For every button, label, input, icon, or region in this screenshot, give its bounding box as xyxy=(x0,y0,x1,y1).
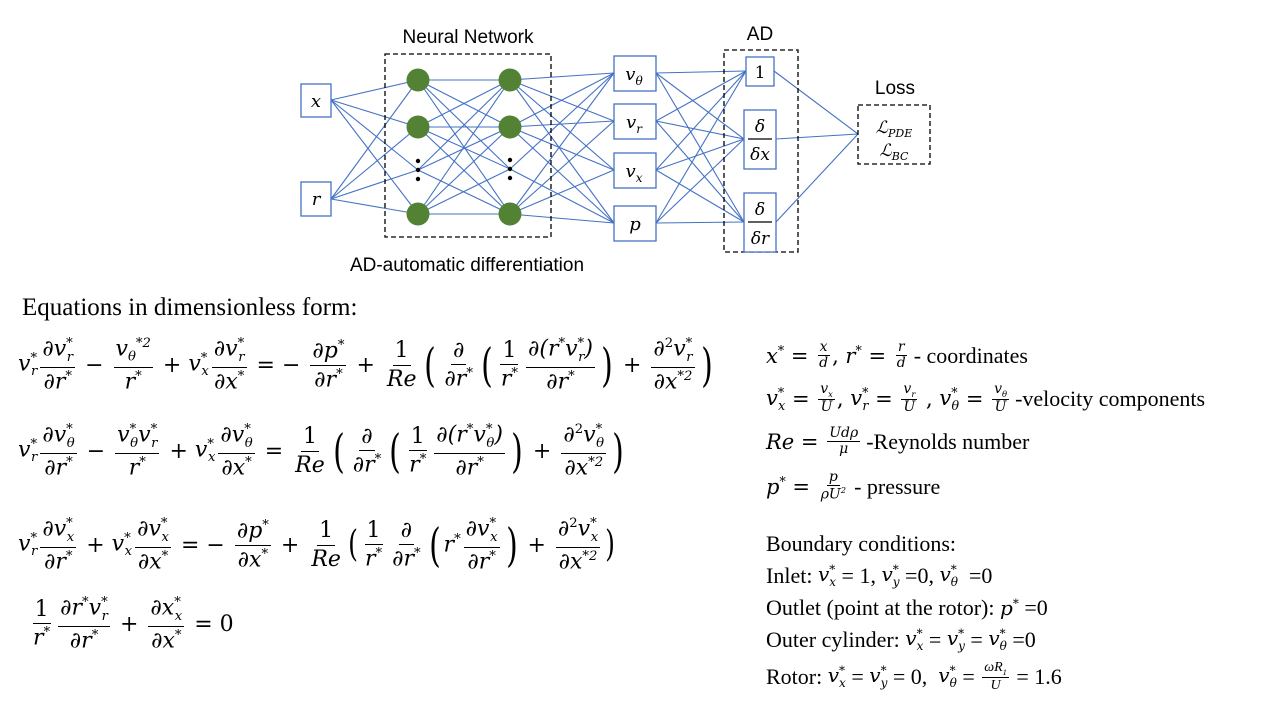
output-vx-box: vx xyxy=(613,152,657,189)
loss-bc: ℒBC xyxy=(880,141,910,163)
network-edge xyxy=(330,169,419,200)
boundary-inlet: Inlet: v*x = 1, v*y =0, v*θ =0 xyxy=(766,562,993,589)
output-p-box: p xyxy=(613,205,657,242)
network-edge xyxy=(509,120,615,128)
network-edge xyxy=(655,120,745,140)
ellipsis-dots xyxy=(507,157,513,181)
network-edge xyxy=(330,79,419,101)
output-vtheta-box: vθ xyxy=(613,55,657,92)
network-edge xyxy=(330,99,419,171)
network-edge xyxy=(330,198,419,215)
hidden-node xyxy=(406,68,430,92)
network-edge xyxy=(330,126,419,200)
boundary-outer: Outer cylinder: v*x = v*y = v*θ =0 xyxy=(766,626,1036,653)
hidden-node xyxy=(498,68,522,92)
network-edge xyxy=(775,133,859,223)
network-edge xyxy=(509,72,615,215)
network-edge xyxy=(417,79,511,171)
network-edge xyxy=(655,120,745,223)
network-edge xyxy=(509,169,615,215)
ad-dx-den: δx xyxy=(750,145,770,165)
output-vr-box: vr xyxy=(613,103,657,140)
ad-dx-num: δ xyxy=(755,117,765,137)
network-edge xyxy=(509,72,615,128)
hidden-node xyxy=(498,115,522,139)
network-edge xyxy=(417,79,511,215)
network-edge xyxy=(775,133,859,140)
output-p-label: p xyxy=(629,214,641,235)
network-edge xyxy=(330,99,419,215)
network-edge xyxy=(509,72,615,81)
boundary-title: Boundary conditions: xyxy=(766,531,957,556)
network-edge xyxy=(655,138,745,224)
network-edge xyxy=(655,221,745,224)
input-r-box: r xyxy=(300,181,332,217)
network-edge xyxy=(773,70,859,135)
network-edge xyxy=(509,126,615,171)
input-x-box: x xyxy=(300,83,332,118)
ad-identity-box: 1 xyxy=(745,56,775,87)
boundary-outlet: Outlet (point at the rotor): p* =0 xyxy=(766,595,1048,620)
network-edge xyxy=(655,72,745,223)
neural-network-label: Neural Network xyxy=(403,27,534,48)
network-edge xyxy=(655,138,745,171)
ad-dr-box: δ δr xyxy=(743,192,777,253)
network-edge xyxy=(509,72,615,170)
ad-caption: AD-automatic differentiation xyxy=(350,255,584,276)
pinn-network-diagram: Neural Network AD Loss AD-automatic diff… xyxy=(300,24,931,276)
network-edge xyxy=(655,70,747,171)
loss-frame xyxy=(857,104,931,165)
network-edge xyxy=(417,79,511,128)
network-edge xyxy=(655,70,747,74)
loss-label: Loss xyxy=(875,78,915,99)
network-edge xyxy=(417,169,511,215)
hidden-node xyxy=(406,202,430,226)
input-r-label: r xyxy=(312,189,322,210)
hidden-node xyxy=(498,202,522,226)
network-connections xyxy=(330,70,859,224)
loss-pde: ℒPDE xyxy=(876,118,913,140)
hidden-layer-1 xyxy=(406,68,430,226)
ad-dr-num: δ xyxy=(755,200,765,220)
network-edge xyxy=(509,79,615,171)
network-edge xyxy=(509,120,615,215)
network-edge xyxy=(655,169,745,223)
ad-dx-box: δ δx xyxy=(743,109,777,170)
equations-heading: Equations in dimensionless form: xyxy=(22,294,358,321)
network-edge xyxy=(655,70,747,224)
network-edge xyxy=(417,126,511,215)
network-edge xyxy=(330,99,419,128)
input-x-label: x xyxy=(311,91,321,112)
ellipsis-dots xyxy=(415,158,421,182)
network-edge xyxy=(655,70,747,122)
ad-label: AD xyxy=(747,24,773,45)
network-edge xyxy=(509,213,615,224)
network-edge xyxy=(509,126,615,224)
network-edge xyxy=(509,168,615,224)
hidden-layer-2 xyxy=(498,68,522,226)
network-edge xyxy=(330,79,419,200)
network-edge xyxy=(509,79,615,224)
network-edge xyxy=(417,126,511,171)
network-edge xyxy=(655,72,745,140)
ad-identity-label: 1 xyxy=(755,63,766,83)
hidden-node xyxy=(406,115,430,139)
ad-dr-den: δr xyxy=(751,229,770,249)
neural-network-frame xyxy=(384,53,552,238)
